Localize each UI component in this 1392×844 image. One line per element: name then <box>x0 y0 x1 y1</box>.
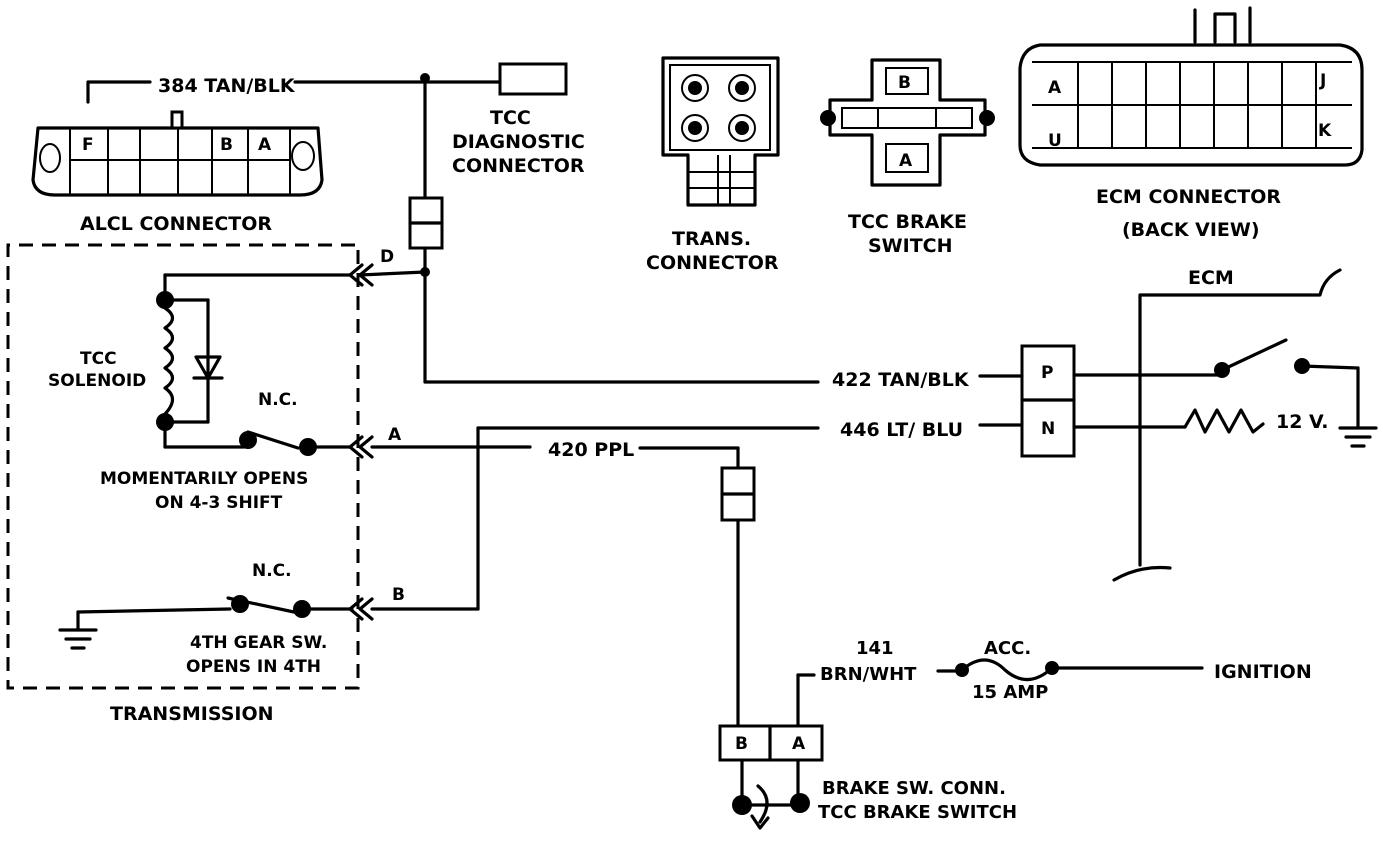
ignition-label: IGNITION <box>1214 661 1312 683</box>
wire-446-path: 446 LT/ BLU <box>370 419 1022 611</box>
pin-a-label: A <box>388 425 402 445</box>
brake-switch-label-2: TCC BRAKE SWITCH <box>818 802 1017 823</box>
pin-d-label: D <box>380 247 394 267</box>
inline-connector-upper <box>358 196 444 384</box>
brake-switch-connector: B A BRAKE SW. CONN. TCC BRAKE SWITCH <box>718 724 1017 830</box>
wire-384: 384 TAN/BLK <box>158 73 502 200</box>
wire-420-label: 420 PPL <box>548 439 634 461</box>
ecm-conn-pin-u: U <box>1048 131 1062 151</box>
alcl-pin-f: F <box>82 135 94 155</box>
fourth-gear-switch: N.C. 4TH GEAR SW. OPENS IN 4TH <box>58 561 354 677</box>
ecm-pin-p: P <box>1041 363 1053 383</box>
transmission-box: TRANSMISSION <box>6 243 360 725</box>
tcc-brake-switch-label-1: TCC BRAKE <box>848 211 967 233</box>
nc-label-1: N.C. <box>258 390 298 410</box>
brake-switch-label-1: BRAKE SW. CONN. <box>822 778 1006 799</box>
ecm-conn-pin-j: J <box>1319 71 1326 91</box>
ecm-connector-label-1: ECM CONNECTOR <box>1096 186 1281 208</box>
trans-connector: TRANS. CONNECTOR <box>646 56 780 274</box>
momentary-switch: N.C. MOMENTARILY OPENS ON 4-3 SHIFT <box>100 390 352 513</box>
tcc-solenoid: TCC SOLENOID <box>48 291 224 431</box>
alcl-connector: F B A ALCL CONNECTOR <box>31 80 324 235</box>
ecm-block: P N ECM 12 V. <box>1020 267 1378 582</box>
fuse-label-1: ACC. <box>984 638 1031 659</box>
brake-conn-pin-b: B <box>898 73 911 93</box>
bsw-pin-b: B <box>735 734 748 754</box>
gear-switch-label-2: OPENS IN 4TH <box>186 657 321 677</box>
brake-conn-pin-a: A <box>899 151 913 171</box>
pin-a-terminal: A <box>348 425 402 459</box>
ecm-label: ECM <box>1188 267 1234 289</box>
tcc-brake-switch-label-2: SWITCH <box>868 235 953 257</box>
alcl-pin-b: B <box>220 135 233 155</box>
wire-384-label: 384 TAN/BLK <box>158 75 296 97</box>
ecm-connector: A J U K ECM CONNECTOR (BACK VIEW) <box>1018 6 1364 241</box>
pin-b-label: B <box>392 585 405 605</box>
ecm-pin-n: N <box>1041 419 1055 439</box>
tcc-diagnostic-connector: TCC DIAGNOSTIC CONNECTOR <box>452 62 585 177</box>
ecm-connector-label-2: (BACK VIEW) <box>1122 219 1260 241</box>
twelve-volt-label: 12 V. <box>1276 411 1329 433</box>
solenoid-label-2: SOLENOID <box>48 371 146 391</box>
transmission-label: TRANSMISSION <box>110 703 274 725</box>
tcc-diag-label-1: TCC <box>490 107 531 129</box>
wire-446-label: 446 LT/ BLU <box>840 419 963 441</box>
ecm-conn-pin-a: A <box>1048 78 1062 98</box>
ecm-conn-pin-k: K <box>1318 121 1332 141</box>
wire-141-label-1: 141 <box>856 638 894 659</box>
momentary-label-1: MOMENTARILY OPENS <box>100 469 308 489</box>
tcc-diag-label-3: CONNECTOR <box>452 155 585 177</box>
momentary-label-2: ON 4-3 SHIFT <box>155 493 283 513</box>
wire-420-path: 420 PPL <box>370 439 756 730</box>
wire-141-fuse-ignition: 141 BRN/WHT ACC. 15 AMP IGNITION <box>796 638 1312 730</box>
gear-switch-label-1: 4TH GEAR SW. <box>190 633 327 653</box>
trans-connector-label-2: CONNECTOR <box>646 252 779 274</box>
tcc-brake-switch-connector: B A TCC BRAKE SWITCH <box>820 58 995 257</box>
trans-connector-label-1: TRANS. <box>672 228 751 250</box>
alcl-connector-label: ALCL CONNECTOR <box>80 213 272 235</box>
pin-d-terminal: D <box>163 247 394 302</box>
wire-422-path: 422 TAN/BLK <box>423 369 1022 391</box>
wire-141-label-2: BRN/WHT <box>820 664 917 685</box>
solenoid-label-1: TCC <box>80 349 117 369</box>
fuse-label-2: 15 AMP <box>972 682 1048 703</box>
bsw-pin-a: A <box>792 734 806 754</box>
pin-b-terminal: B <box>348 585 405 621</box>
tcc-diag-label-2: DIAGNOSTIC <box>452 131 585 153</box>
alcl-pin-a: A <box>258 135 272 155</box>
nc-label-2: N.C. <box>252 561 292 581</box>
wire-422-label: 422 TAN/BLK <box>832 369 970 391</box>
